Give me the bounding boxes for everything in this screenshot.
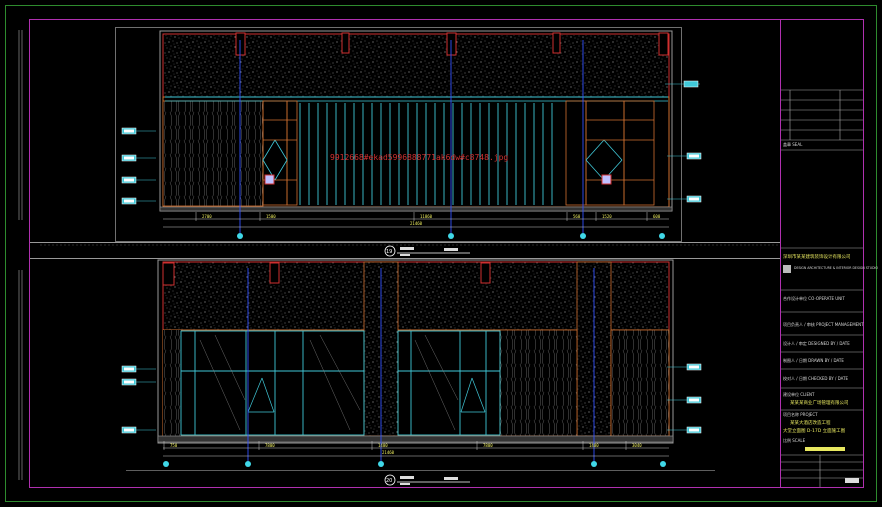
- dimension-label: 1400: [378, 443, 388, 448]
- drawing-name: 大堂立面图 D-17D 立面施工图: [783, 427, 846, 434]
- view-label-1: 19: [384, 245, 470, 257]
- view-label-2: 20: [384, 474, 470, 486]
- project-owner-label: 项目负责人 / 审核 PROJECT MANAGEMENT: [783, 321, 864, 327]
- scale-label: 比例 SCALE: [783, 437, 806, 443]
- title-block: 盖章 SEAL 深圳市某某建筑装饰设计有限公司 DESIGN ARCHITECT…: [781, 89, 878, 487]
- left-margin-marks: [18, 30, 23, 480]
- dimension-label: 2700: [202, 214, 212, 219]
- dimension-label: 1500: [266, 214, 276, 219]
- elevation-view-2: 750 7800 1400 7800 1400 3040 21460: [121, 259, 715, 471]
- client-label: 建设单位 CLIENT: [783, 391, 815, 397]
- seal-label: 盖章 SEAL: [783, 141, 803, 147]
- dimension-label: 750: [170, 443, 178, 448]
- dimension-label: 7800: [265, 443, 275, 448]
- dimension-label: 1520: [602, 214, 612, 219]
- drawing-frame: [29, 19, 864, 488]
- svg-text:20: 20: [386, 478, 392, 484]
- project-name: 某某大酒店改造工程: [790, 419, 831, 426]
- dimension-label: 1400: [589, 443, 599, 448]
- watermark-text: 9912668#ekad5996888771ak6dw#c8748.jpg: [330, 153, 508, 162]
- dimension-label: 600: [653, 214, 661, 219]
- vertical-slats: [299, 103, 553, 205]
- sheet-border: [5, 5, 877, 502]
- material-tag: [683, 80, 699, 88]
- company-name-cn: 深圳市某某建筑装饰设计有限公司: [783, 253, 851, 260]
- total-dim-2: 21460: [382, 450, 395, 455]
- svg-text:19: 19: [386, 249, 392, 255]
- dimension-label: 560: [573, 214, 581, 219]
- consultant-label: 合作设计单位 CO-OPERATE UNIT: [783, 295, 845, 301]
- dimension-label: 11860: [420, 214, 433, 219]
- designer-label: 设计人 / 审定 DESIGNED BY / DATE: [783, 340, 850, 346]
- dimension-label: 7800: [483, 443, 493, 448]
- ceiling-speckle-1: [162, 33, 670, 98]
- checked-label: 校对人 / 日期 CHECKED BY / DATE: [783, 375, 849, 381]
- total-dim-1: 21460: [410, 221, 423, 226]
- drawn-label: 制图人 / 日期 DRAWN BY / DATE: [783, 357, 844, 363]
- company-name-en: DESIGN ARCHITECTURE & INTERIOR DESIGN ST…: [794, 266, 878, 270]
- elevation-view-1: 2700 1500 11860 560 1520 600 21460 9912668#ek…: [115, 27, 702, 242]
- client-name: 某某某商业广场管理有限公司: [790, 399, 849, 406]
- project-label: 项目名称 PROJECT: [783, 411, 818, 417]
- dimension-label: 3040: [632, 443, 642, 448]
